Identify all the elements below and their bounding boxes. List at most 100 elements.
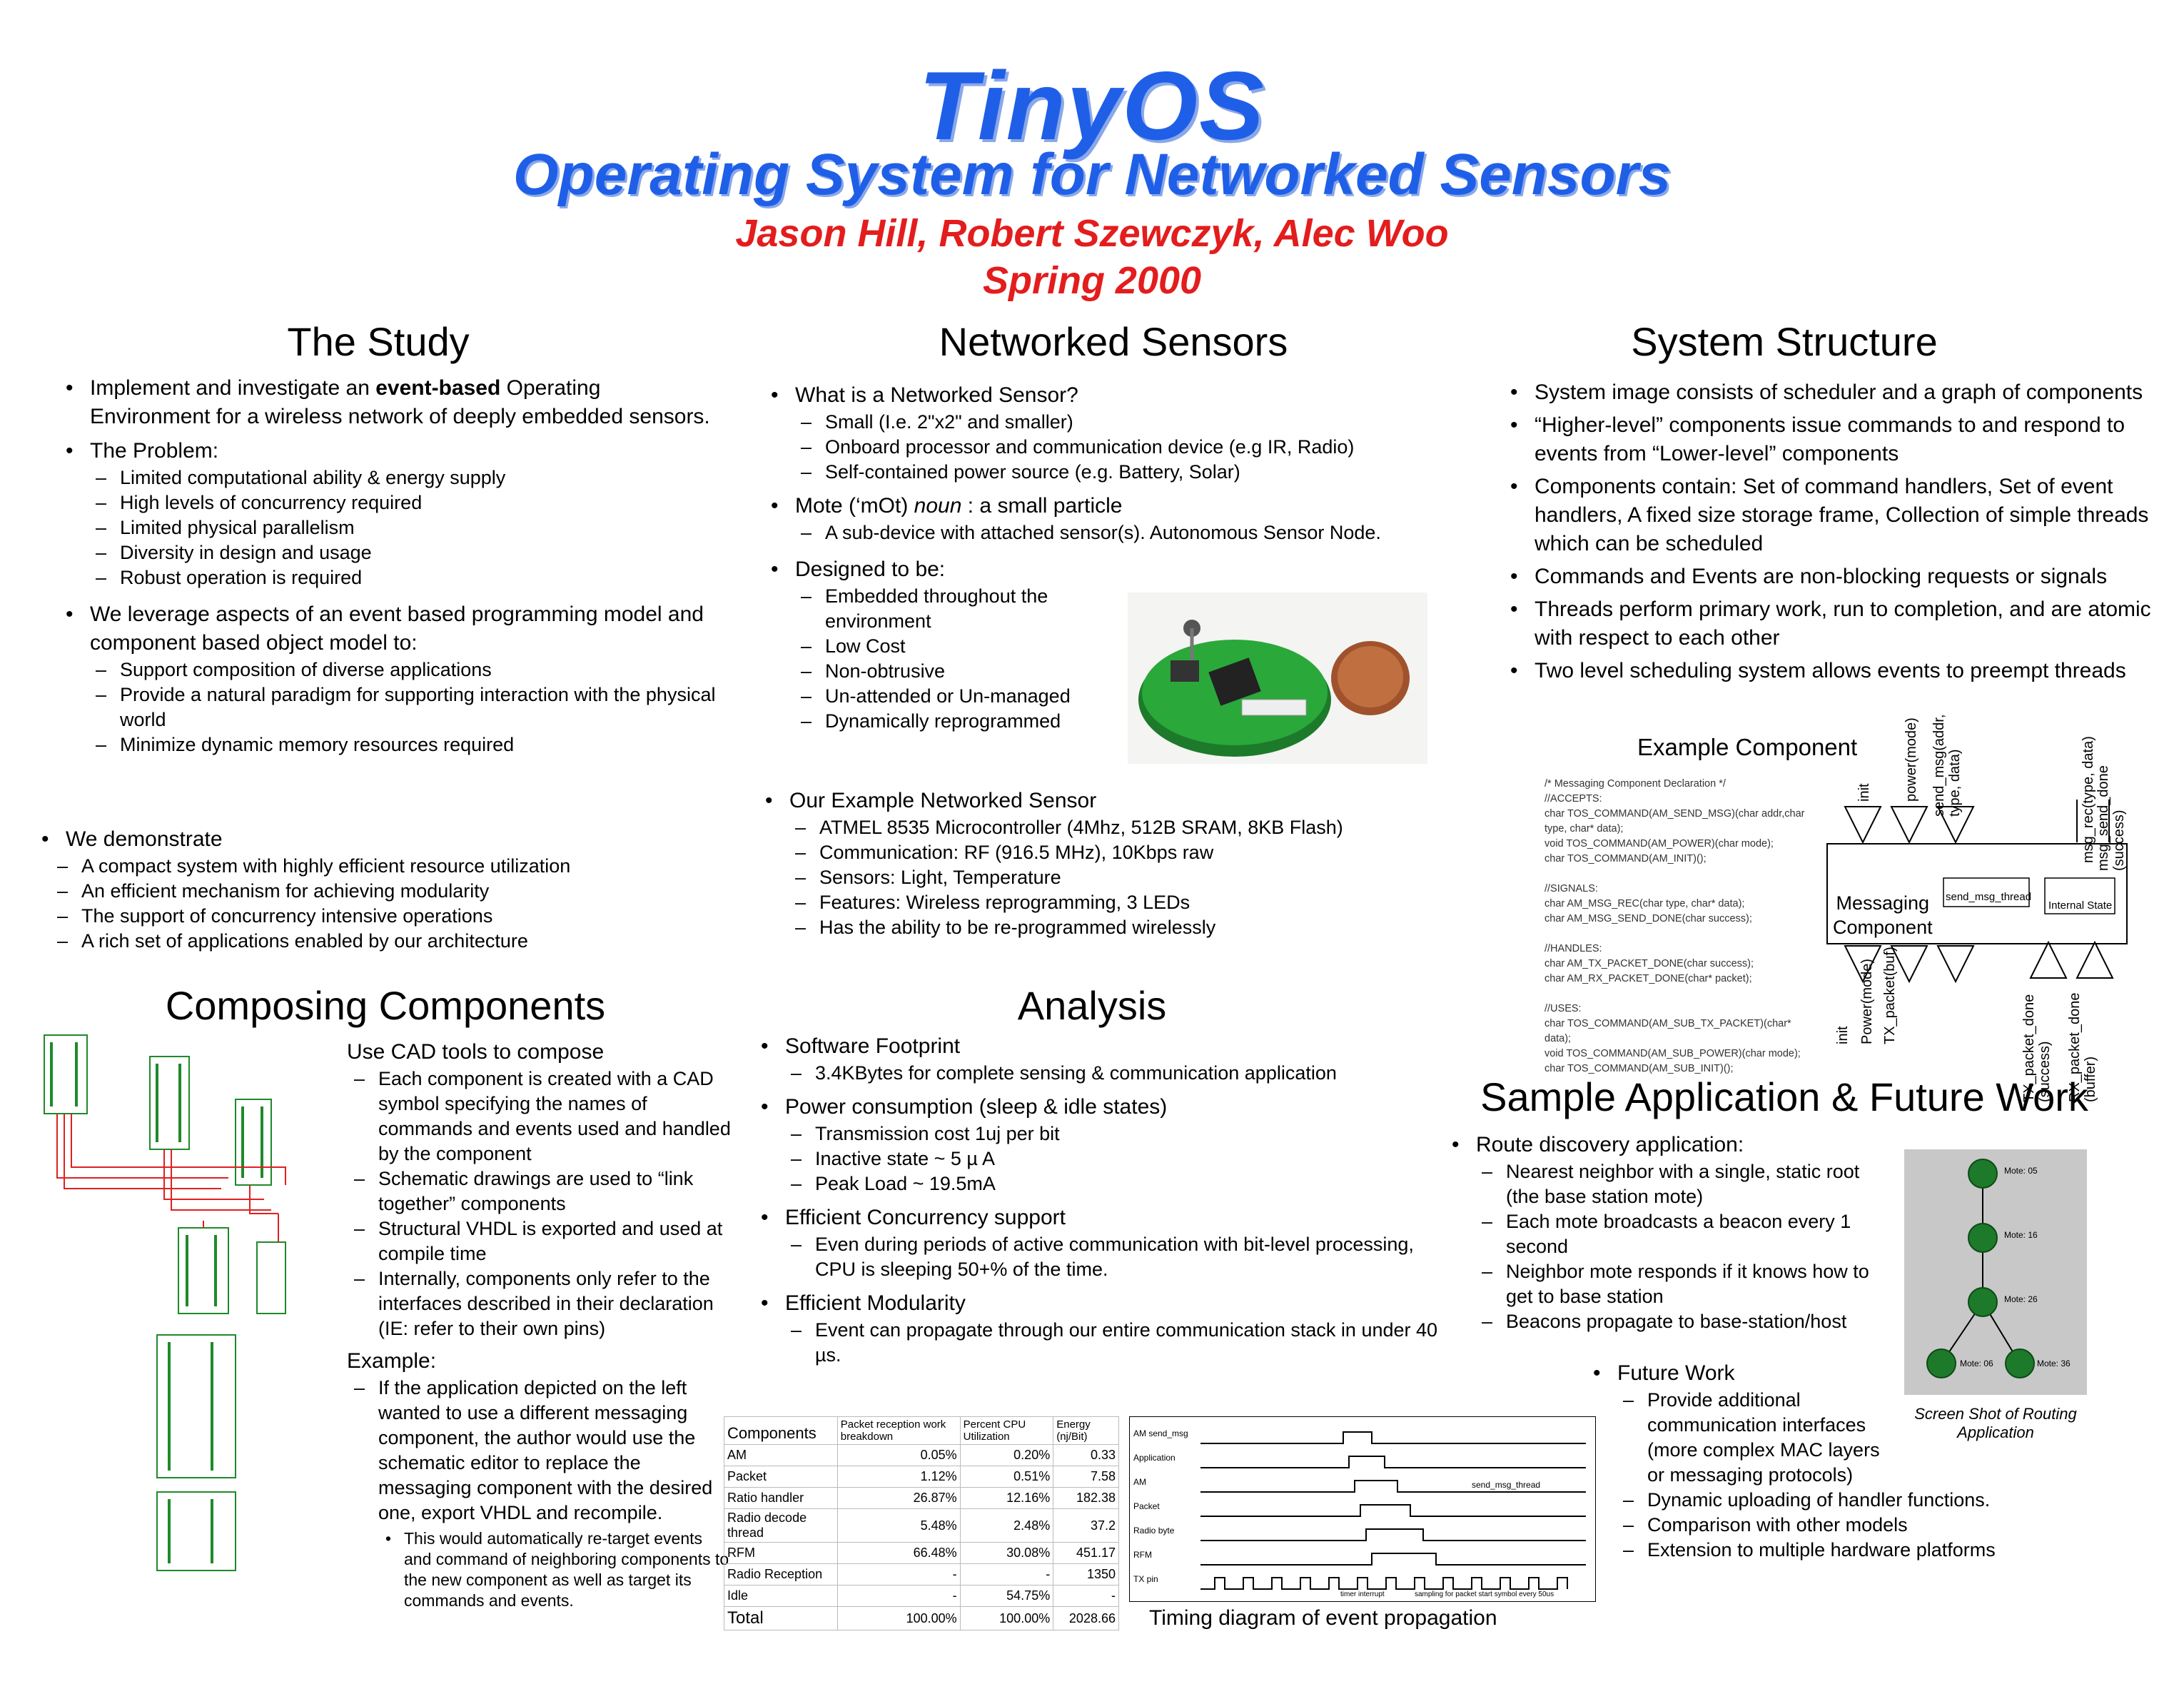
table-cell: 2028.66: [1053, 1606, 1119, 1630]
table-cell: 100.00%: [836, 1606, 961, 1630]
sample-bullet-2: Future Work: [1593, 1359, 2036, 1388]
messaging-component-diagram: [1826, 800, 2128, 984]
study-body: Implement and investigate an event-based…: [66, 374, 722, 757]
list-item: 3.4KBytes for complete sensing & communi…: [791, 1061, 1453, 1086]
table-cell: 7.58: [1053, 1466, 1119, 1488]
timing-trace: [1200, 1456, 1586, 1468]
list-item: Limited physical parallelism: [96, 515, 722, 540]
mote-label-16: Mote: 16: [2004, 1230, 2038, 1240]
list-item: System image consists of scheduler and a…: [1510, 378, 2174, 407]
mote-label-05: Mote: 05: [2004, 1166, 2038, 1176]
table-cell: Radio decode thread: [724, 1508, 838, 1543]
timing-row-label: Radio byte: [1133, 1526, 1175, 1536]
list-item: A rich set of applications enabled by ou…: [57, 929, 727, 954]
mote-label-36: Mote: 36: [2037, 1358, 2071, 1368]
poster-subtitle: Operating System for Networked Sensors: [512, 142, 1672, 207]
table-cell: 66.48%: [836, 1542, 961, 1564]
list-item: Each mote broadcasts a beacon every 1 se…: [1482, 1209, 1880, 1259]
top-in-label-2: power(mode): [1904, 717, 1919, 802]
table-cell: 0.33: [1053, 1444, 1119, 1466]
table-cell: 451.17: [1053, 1542, 1119, 1564]
routing-caption: Screen Shot of Routing Application: [1914, 1405, 2077, 1441]
timing-row-label: AM: [1133, 1477, 1146, 1487]
list-item: Communication: RF (916.5 MHz), 10Kbps ra…: [795, 840, 1450, 865]
list-item: Components contain: Set of command handl…: [1510, 473, 2174, 558]
study-heading: The Study: [287, 319, 470, 364]
list-item: Onboard processor and communication devi…: [801, 435, 1442, 460]
example-component-title: Example Component: [1637, 734, 1858, 760]
analysis-bullet-1: Software Footprint: [761, 1032, 1453, 1061]
analysis-body: Software Footprint 3.4KBytes for complet…: [761, 1032, 1453, 1368]
top-out-label-1: msg_rec(type, data): [2081, 736, 2096, 863]
sample-route-list: Nearest neighbor with a single, static r…: [1482, 1159, 1880, 1334]
list-item: Neighbor mote responds if it knows how t…: [1482, 1259, 1880, 1309]
list-item: Each component is created with a CAD sym…: [354, 1067, 732, 1166]
timing-caption: Timing diagram of event propagation: [1149, 1606, 1497, 1630]
structure-heading: System Structure: [1631, 319, 1938, 364]
list-item: Robust operation is required: [96, 565, 722, 590]
list-item: Limited computational ability & energy s…: [96, 465, 722, 490]
analysis-modularity-list: Event can propagate through our entire c…: [791, 1318, 1453, 1368]
list-item: Features: Wireless reprogramming, 3 LEDs: [795, 890, 1450, 915]
list-item: Two level scheduling system allows event…: [1510, 657, 2174, 685]
composing-subheading-1: Use CAD tools to compose: [347, 1040, 605, 1064]
top-in-label-3: send_msg(addr, type, data): [1931, 714, 1963, 817]
bottom-out-label-3: TX_packet(buf): [1882, 947, 1898, 1044]
sensors-designed-list: Embedded throughout the environmentLow C…: [801, 584, 1086, 734]
table-cell: Packet: [724, 1466, 838, 1488]
list-item: “Higher-level” components issue commands…: [1510, 411, 2174, 468]
top-out-label-2: msg_send_done (success): [2095, 765, 2127, 871]
table-cell: -: [959, 1563, 1054, 1585]
composing-subheading-2: Example:: [347, 1349, 437, 1373]
future-item-0: Provide additional communication interfa…: [1623, 1388, 1883, 1488]
list-item: Provide a natural paradigm for supportin…: [96, 682, 722, 732]
list-item: Sensors: Light, Temperature: [795, 865, 1450, 890]
bottom-out-label-1: init: [1835, 1026, 1851, 1044]
sensors-bullet-4: Our Example Networked Sensor: [765, 787, 1450, 815]
send-msg-thread-label: send_msg_thread: [1946, 891, 2032, 903]
list-item: Transmission cost 1uj per bit: [791, 1121, 1453, 1146]
table-header-cell: Percent CPU Utilization: [959, 1416, 1054, 1445]
list-item: Dynamically reprogrammed: [801, 709, 1086, 734]
study-problems-list: Limited computational ability & energy s…: [96, 465, 722, 590]
timing-row-label: AM send_msg: [1133, 1428, 1188, 1438]
list-item: Dynamic uploading of handler functions.: [1623, 1488, 2036, 1513]
analysis-concurrency-list: Even during periods of active communicat…: [791, 1232, 1453, 1282]
table-cell: Idle: [724, 1585, 838, 1607]
list-item: ATMEL 8535 Microcontroller (4Mhz, 512B S…: [795, 815, 1450, 840]
study-bullet-2: The Problem:: [66, 437, 722, 465]
structure-list: System image consists of scheduler and a…: [1510, 378, 2174, 685]
internal-state-label: Internal State: [2048, 899, 2113, 912]
poster-authors: Jason Hill, Robert Szewczyk, Alec Woo: [735, 212, 1449, 255]
timing-trace: [1200, 1480, 1586, 1493]
timing-thread-label: send_msg_thread: [1472, 1480, 1540, 1490]
list-item: Extension to multiple hardware platforms: [1623, 1538, 2036, 1563]
list-item: Peak Load ~ 19.5mA: [791, 1171, 1453, 1196]
table-cell: 30.08%: [959, 1542, 1054, 1564]
sensors-mote-list: A sub-device with attached sensor(s). Au…: [801, 520, 1442, 545]
list-item: Event can propagate through our entire c…: [791, 1318, 1453, 1368]
table-cell: AM: [724, 1444, 838, 1466]
composing-list: Each component is created with a CAD sym…: [354, 1067, 732, 1341]
table-cell: 37.2: [1053, 1508, 1119, 1543]
table-cell: 26.87%: [836, 1487, 961, 1509]
table-cell: 1.12%: [836, 1466, 961, 1488]
study-bullet-1: Implement and investigate an event-based…: [66, 374, 722, 431]
table-cell: -: [836, 1585, 961, 1607]
sensors-what-list: Small (I.e. 2"x2" and smaller)Onboard pr…: [801, 410, 1442, 485]
table-cell: 54.75%: [959, 1585, 1054, 1607]
table-cell: 0.05%: [836, 1444, 961, 1466]
timing-trace: [1200, 1577, 1568, 1590]
list-item: Internally, components only refer to the…: [354, 1266, 732, 1341]
list-item: Schematic drawings are used to “link tog…: [354, 1166, 732, 1216]
list-item: A sub-device with attached sensor(s). Au…: [801, 520, 1442, 545]
list-item: Embedded throughout the environment: [801, 584, 1086, 634]
list-item: Support composition of diverse applicati…: [96, 657, 722, 682]
timing-trace: [1200, 1553, 1586, 1566]
study-demonstrate: We demonstrate A compact system with hig…: [41, 825, 727, 954]
